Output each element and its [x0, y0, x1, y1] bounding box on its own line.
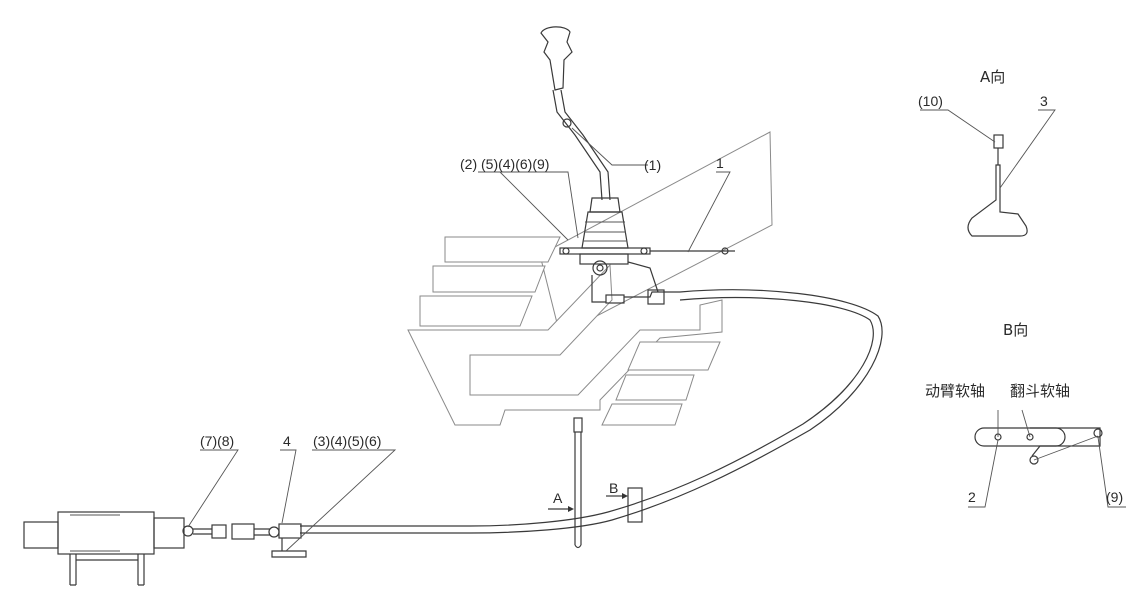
label-boom-shaft: 动臂软轴	[925, 382, 985, 400]
callout-3: 3	[1040, 93, 1048, 109]
cable-clamp	[627, 487, 643, 523]
callout-1: 1	[716, 155, 724, 171]
callout-9: (9)	[1106, 489, 1123, 505]
control-lever	[540, 26, 611, 201]
vertical-rod	[573, 417, 583, 549]
valve-body	[23, 511, 307, 586]
inset-view-a	[920, 109, 1056, 237]
view-b-title: B向	[1003, 321, 1028, 339]
callout-7-8: (7)(8)	[200, 433, 234, 449]
label-bucket-shaft: 翻斗软轴	[1010, 382, 1070, 400]
callout-1-paren: (1)	[644, 157, 661, 173]
callout-2: 2	[968, 489, 976, 505]
callout-3-4-5-6: (3)(4)(5)(6)	[313, 433, 381, 449]
view-arrows	[548, 493, 628, 512]
inset-view-b	[968, 409, 1126, 508]
watermark-logo	[407, 131, 773, 426]
arrow-b-label: B	[609, 480, 618, 496]
leader-lines	[187, 127, 731, 552]
callout-4: 4	[283, 433, 291, 449]
flexible-shaft	[300, 289, 883, 534]
callout-group-top: (2) (5)(4)(6)(9)	[460, 156, 549, 172]
view-a-title: A向	[980, 68, 1005, 86]
arrow-a-label: A	[553, 490, 563, 506]
lever-base-bellows	[559, 197, 735, 305]
callout-10: (10)	[918, 93, 943, 109]
